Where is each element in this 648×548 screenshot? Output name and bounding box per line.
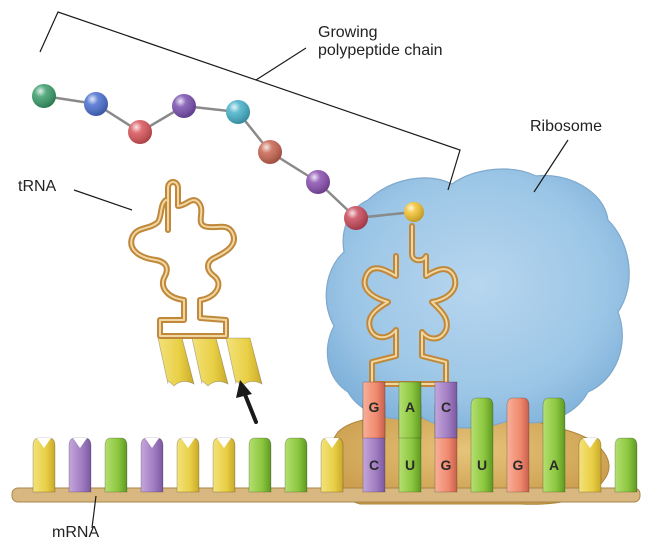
mrna-nucleotide: U	[471, 398, 493, 492]
amino-acid	[172, 94, 196, 118]
mrna-nucleotide-body	[285, 438, 307, 492]
codon-base-letter: A	[549, 457, 559, 473]
incoming-trna-leg	[226, 338, 262, 386]
amino-acid-shine	[84, 92, 108, 116]
mrna-nucleotide-body	[507, 398, 529, 492]
mrna-nucleotide	[105, 438, 127, 492]
mrna-nucleotide: A	[543, 398, 565, 492]
anticodon-nucleotide: A	[399, 382, 421, 438]
mrna-nucleotide	[285, 438, 307, 492]
amino-acid	[344, 206, 368, 230]
codon-base-letter: C	[369, 457, 379, 473]
mrna-label: mRNA	[52, 524, 99, 542]
mrna-nucleotide-body	[615, 438, 637, 492]
amino-acid-shine	[258, 140, 282, 164]
amino-acid-shine	[226, 100, 250, 124]
amino-acid-shine	[32, 84, 56, 108]
mrna-nucleotides: C U G U G A	[33, 398, 637, 492]
incoming-trna-leg	[192, 338, 228, 386]
mrna-nucleotide-body	[105, 438, 127, 492]
mrna-nucleotide	[321, 438, 343, 492]
mrna-nucleotide	[177, 438, 199, 492]
anticodon-nucleotide: G	[363, 382, 385, 438]
mrna-nucleotide-body	[249, 438, 271, 492]
mrna-nucleotide	[249, 438, 271, 492]
amino-acid	[258, 140, 282, 164]
mrna-nucleotide: G	[507, 398, 529, 492]
polypeptide-label: Growing polypeptide chain	[318, 24, 443, 60]
amino-acid-shine	[404, 202, 424, 222]
codon-base-letter: U	[477, 457, 487, 473]
amino-acid	[32, 84, 56, 108]
amino-acid	[84, 92, 108, 116]
amino-acid-shine	[172, 94, 196, 118]
ribosome-label: Ribosome	[530, 118, 602, 136]
mrna-nucleotide	[69, 438, 91, 492]
amino-acid	[306, 170, 330, 194]
polypeptide-label-line2: polypeptide chain	[318, 42, 443, 60]
trna-leader-line	[74, 190, 132, 210]
mrna-nucleotide	[33, 438, 55, 492]
anticodon-base-letter: C	[441, 399, 451, 415]
amino-acid	[226, 100, 250, 124]
codon-base-letter: G	[513, 457, 524, 473]
anticodon-base-letter: G	[369, 399, 380, 415]
polypeptide-label-line1: Growing	[318, 24, 443, 42]
mrna-nucleotide	[615, 438, 637, 492]
amino-acid-shine	[128, 120, 152, 144]
incoming-trna-leg	[158, 338, 194, 386]
anticodon-nucleotide: C	[435, 382, 457, 438]
amino-acid-shine	[306, 170, 330, 194]
codon-base-letter: G	[441, 457, 452, 473]
mrna-nucleotide	[213, 438, 235, 492]
amino-acid	[404, 202, 424, 222]
mrna-nucleotide	[579, 438, 601, 492]
anticodon-base-letter: A	[405, 399, 415, 415]
mrna-nucleotide-body	[543, 398, 565, 492]
amino-acid	[128, 120, 152, 144]
mrna-nucleotide-body	[471, 398, 493, 492]
incoming-trna	[131, 182, 262, 386]
trna-label: tRNA	[18, 178, 56, 196]
mrna-nucleotide	[141, 438, 163, 492]
codon-base-letter: U	[405, 457, 415, 473]
amino-acid-shine	[344, 206, 368, 230]
arrow-icon	[236, 380, 256, 422]
